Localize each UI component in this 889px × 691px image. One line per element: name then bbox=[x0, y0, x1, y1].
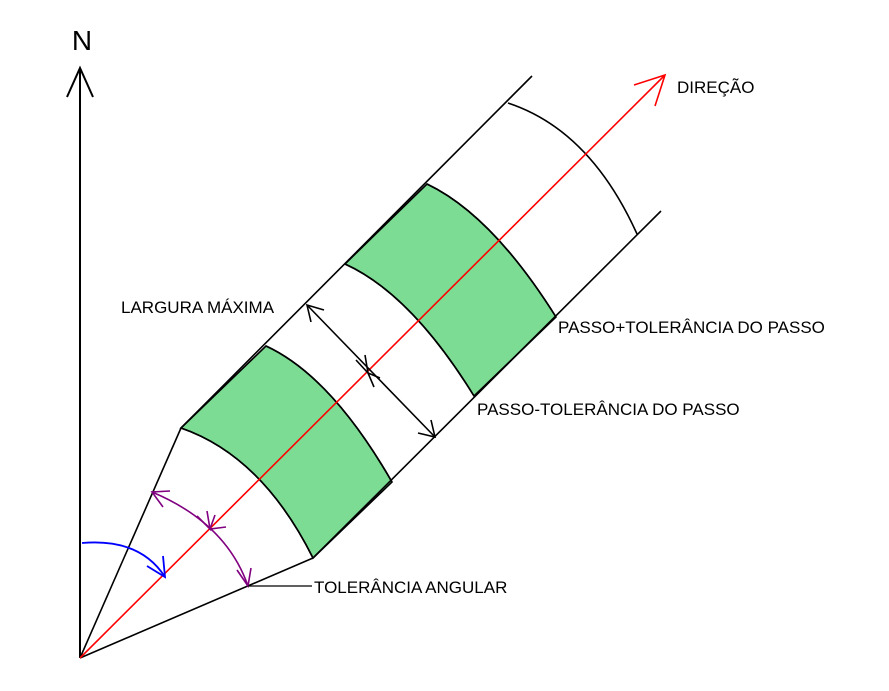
band-left-edge bbox=[180, 75, 533, 429]
lag-arc-2 bbox=[265, 345, 393, 483]
max-width-dimension bbox=[305, 303, 437, 439]
azimuth-arrowhead bbox=[146, 555, 167, 579]
step-minus-tolerance-label: PASSO-TOLERÂNCIA DO PASSO bbox=[477, 400, 740, 419]
max-width-label: LARGURA MÁXIMA bbox=[121, 298, 275, 317]
direction-arrowhead bbox=[633, 73, 667, 107]
direction-label: DIREÇÃO bbox=[677, 78, 754, 97]
cone-left-edge bbox=[79, 427, 182, 659]
search-cone-outline bbox=[79, 75, 662, 659]
north-arrowhead bbox=[66, 65, 94, 98]
lag-arc-1 bbox=[180, 427, 314, 559]
lag-arc-4 bbox=[426, 183, 557, 318]
north-axis bbox=[66, 65, 94, 658]
lag-arc-5 bbox=[507, 102, 638, 235]
band-right-edge bbox=[312, 210, 662, 559]
cone-right-edge bbox=[79, 557, 314, 659]
north-label: N bbox=[72, 25, 92, 56]
step-plus-tolerance-label: PASSO+TOLERÂNCIA DO PASSO bbox=[558, 318, 825, 337]
lag-arc-3 bbox=[344, 263, 475, 397]
angular-tolerance-label: TOLERÂNCIA ANGULAR bbox=[314, 578, 507, 597]
azimuth-angle-arc bbox=[81, 541, 167, 579]
direction-line bbox=[79, 73, 667, 659]
